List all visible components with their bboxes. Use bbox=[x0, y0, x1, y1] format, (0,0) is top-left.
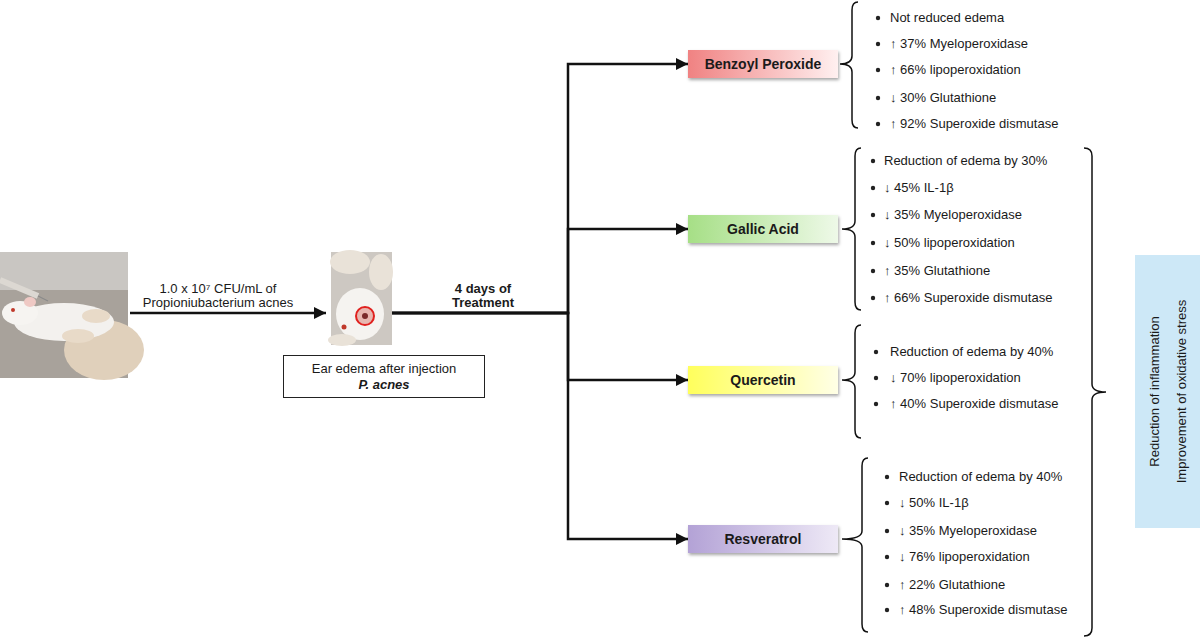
branch-arrow bbox=[392, 64, 688, 313]
step-label: 4 days of Treatment bbox=[433, 282, 533, 310]
treatment-box: Quercetin bbox=[688, 366, 838, 394]
outcome-text: Improvement of oxidative stress bbox=[1168, 300, 1195, 484]
treatment-name: Quercetin bbox=[730, 372, 795, 388]
bullet-dot bbox=[874, 376, 878, 380]
bullet-dot bbox=[885, 608, 889, 612]
mouse-ear bbox=[24, 297, 36, 307]
bullet-dot bbox=[876, 16, 880, 20]
result-item: Reduction of edema by 40% bbox=[890, 343, 1075, 361]
bullet-dot bbox=[885, 529, 889, 533]
treatment-box: Gallic Acid bbox=[688, 215, 838, 243]
outcome-text: Reduction of inflammation bbox=[1141, 316, 1168, 466]
result-item: ↑ 40% Superoxide dismutase bbox=[890, 395, 1075, 413]
needle bbox=[38, 296, 48, 301]
finger bbox=[330, 250, 370, 274]
result-item: ↓ 50% IL-1β bbox=[899, 494, 1084, 512]
mouse-ear bbox=[356, 308, 374, 324]
result-item: Not reduced edema bbox=[890, 9, 1075, 27]
result-item: ↑ 92% Superoxide dismutase bbox=[890, 115, 1075, 133]
mouse-head bbox=[336, 288, 384, 340]
result-item: ↓ 35% Myeloperoxidase bbox=[899, 522, 1084, 540]
finger bbox=[369, 254, 393, 290]
treatment-box: Benzoyl Peroxide bbox=[688, 50, 838, 78]
result-item: ↑ 35% Glutathione bbox=[884, 262, 1069, 280]
result-item: ↑ 37% Myeloperoxidase bbox=[890, 35, 1075, 53]
curly-brace bbox=[842, 458, 868, 632]
bullet-dot bbox=[871, 241, 875, 245]
result-item: ↑ 66% Superoxide dismutase bbox=[884, 289, 1069, 307]
treatment-name: Gallic Acid bbox=[727, 221, 799, 237]
injection-arrow bbox=[130, 312, 326, 315]
result-item: ↓ 45% IL-1β bbox=[884, 179, 1069, 197]
bullet-dot bbox=[871, 186, 875, 190]
bullet-dot bbox=[871, 269, 875, 273]
photo-panel: Ear edema after injectionP. acnes bbox=[331, 252, 392, 374]
curly-brace bbox=[842, 325, 861, 438]
branch-arrow bbox=[392, 313, 688, 539]
curly-brace bbox=[840, 2, 858, 128]
bullet-dot bbox=[871, 296, 875, 300]
ear-edema-photo bbox=[328, 250, 393, 346]
treatment-name: Benzoyl Peroxide bbox=[705, 56, 822, 72]
result-item: ↓ 30% Glutathione bbox=[890, 89, 1075, 107]
result-item: ↑ 48% Superoxide dismutase bbox=[899, 601, 1084, 619]
bullet-dot bbox=[871, 159, 875, 163]
bullet-dot bbox=[885, 475, 889, 479]
outcome-band: Reduction of inflammationImprovement of … bbox=[1135, 255, 1200, 528]
finger bbox=[82, 309, 110, 323]
bullet-dot bbox=[885, 555, 889, 559]
result-item: ↓ 76% lipoperoxidation bbox=[899, 548, 1084, 566]
treatment-name: Resveratrol bbox=[724, 531, 801, 547]
rotated-text-holder: Reduction of inflammationImprovement of … bbox=[1135, 255, 1200, 528]
bullet-dot bbox=[871, 213, 875, 217]
mouse-eye bbox=[11, 308, 15, 312]
result-item: ↓ 70% lipoperoxidation bbox=[890, 369, 1075, 387]
syringe bbox=[0, 280, 38, 296]
bullet-dot bbox=[885, 583, 889, 587]
bullet-dot bbox=[876, 68, 880, 72]
caption-text: Ear edema after injection bbox=[312, 361, 457, 377]
bullet-dot bbox=[874, 402, 878, 406]
result-item: ↓ 35% Myeloperoxidase bbox=[884, 206, 1069, 224]
caption-text: P. acnes bbox=[358, 377, 409, 393]
curly-brace bbox=[1084, 148, 1106, 636]
bullet-group bbox=[871, 16, 889, 612]
result-item: ↓ 50% lipoperoxidation bbox=[884, 234, 1069, 252]
finger bbox=[62, 329, 94, 343]
step-label: 1.0 x 10⁷ CFU/mL of Propioniubacterium a… bbox=[133, 282, 303, 310]
treatment-box: Resveratrol bbox=[688, 525, 838, 553]
result-item: Reduction of edema by 30% bbox=[884, 152, 1069, 170]
curly-brace bbox=[842, 148, 861, 310]
bullet-dot bbox=[876, 96, 880, 100]
bullet-dot bbox=[874, 350, 878, 354]
injection-site bbox=[362, 313, 368, 319]
highlight-circle bbox=[356, 307, 374, 325]
finger bbox=[328, 334, 356, 346]
injection-photo bbox=[0, 252, 144, 380]
photo-background bbox=[0, 252, 128, 290]
branch-arrow bbox=[392, 229, 688, 313]
result-item: Reduction of edema by 40% bbox=[899, 468, 1084, 486]
result-item: ↑ 66% lipoperoxidation bbox=[890, 61, 1075, 79]
bullet-dot bbox=[885, 501, 889, 505]
bullet-dot bbox=[876, 42, 880, 46]
result-item: ↑ 22% Glutathione bbox=[899, 576, 1084, 594]
mouse-eye bbox=[342, 325, 347, 330]
bullet-dot bbox=[876, 122, 880, 126]
caption-box: Ear edema after injectionP. acnes bbox=[283, 355, 485, 398]
